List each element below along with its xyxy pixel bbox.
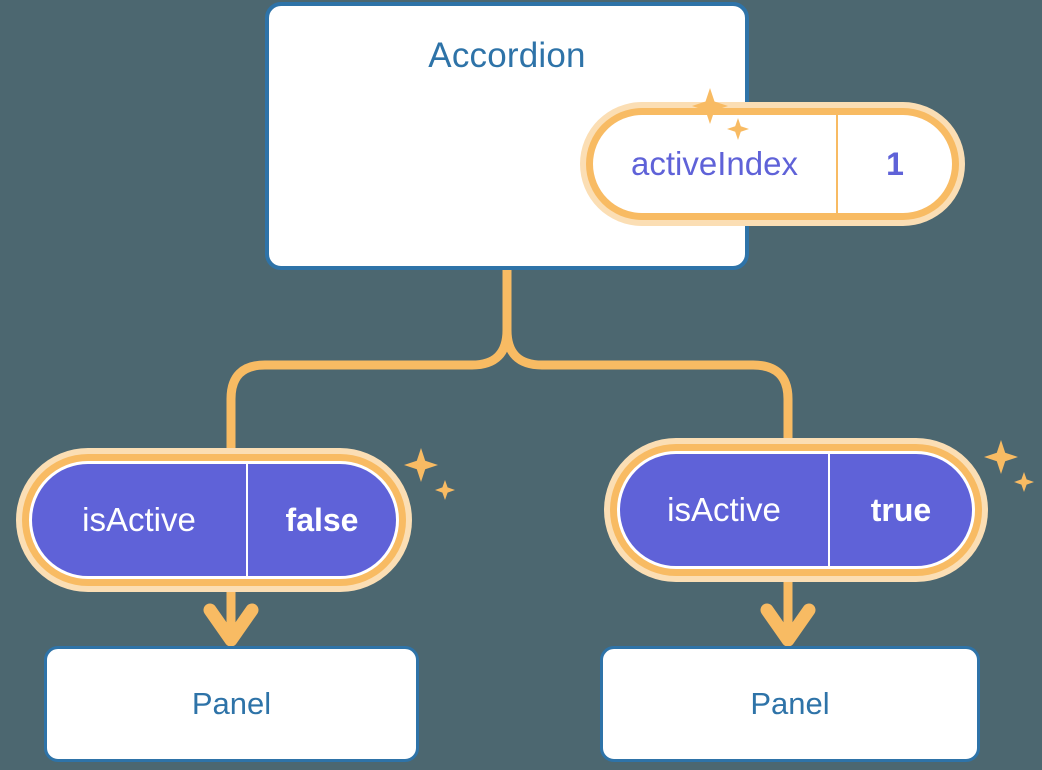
state-key: activeIndex (631, 145, 798, 182)
state-key: isActive (82, 501, 196, 538)
state-pill-is-active-false[interactable]: isActive false (16, 448, 412, 592)
pill-divider (828, 454, 830, 566)
component-card-panel-left[interactable]: Panel (44, 646, 419, 762)
state-pill-active-index[interactable]: activeIndex 1 (580, 102, 965, 226)
state-value: true (870, 491, 932, 528)
state-key: isActive (667, 491, 781, 528)
pill-divider (836, 115, 838, 213)
state-value: 1 (886, 145, 904, 182)
sparkle-icon (984, 440, 1034, 492)
pill-body: isActive true (617, 451, 975, 569)
component-title: Accordion (428, 36, 586, 75)
component-card-panel-right[interactable]: Panel (600, 646, 980, 762)
pill-divider (246, 464, 248, 576)
pill-body: activeIndex 1 (593, 115, 952, 213)
component-title: Panel (191, 686, 272, 721)
component-title: Panel (750, 686, 830, 721)
state-pill-is-active-true[interactable]: isActive true (604, 438, 988, 582)
state-value: false (285, 501, 359, 538)
component-card-accordion[interactable]: Accordion activeIndex 1 (265, 2, 965, 270)
pill-body: isActive false (29, 461, 399, 579)
